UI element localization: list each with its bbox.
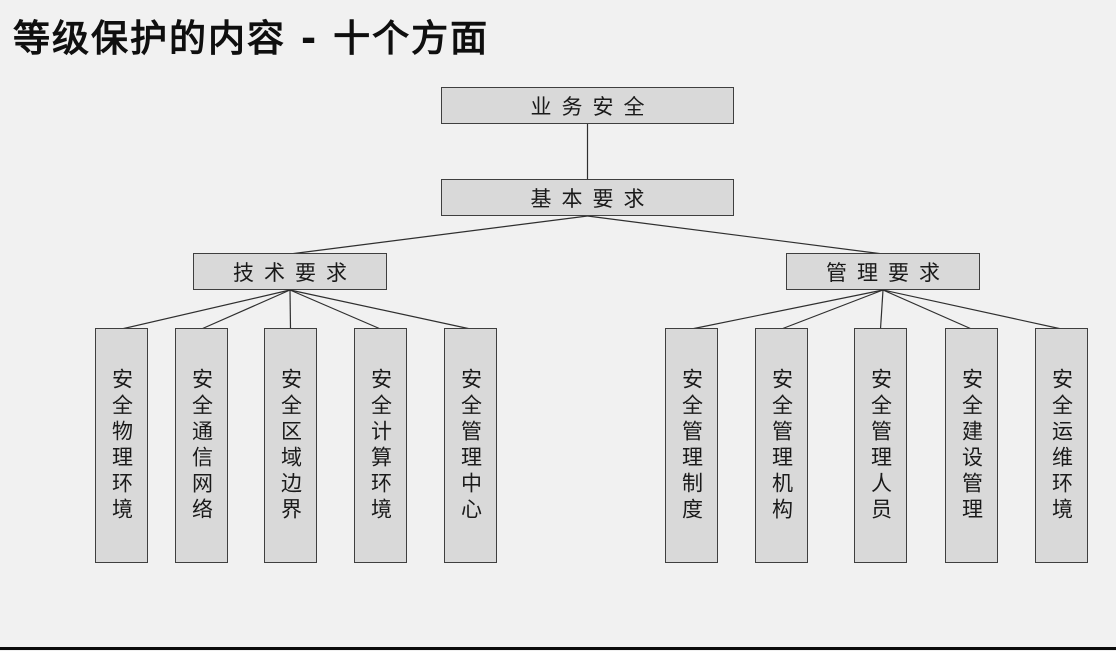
node-secure-physical-environment: 安全物理环境 [95,328,148,563]
node-technical-requirements-label: 技术要求 [233,260,357,285]
node-security-management-personnel-label: 安全管理人员 [868,367,893,524]
node-secure-computing-environment: 安全计算环境 [354,328,407,563]
node-secure-area-boundary: 安全区域边界 [264,328,317,563]
node-security-management-organization: 安全管理机构 [755,328,808,563]
node-secure-operation-maintenance-environment: 安全运维环境 [1035,328,1088,563]
node-security-management-system: 安全管理制度 [665,328,718,563]
node-business-security-label: 业务安全 [530,94,655,119]
node-management-requirements: 管理要求 [786,253,980,290]
node-secure-communication-network: 安全通信网络 [175,328,228,563]
node-security-management-personnel: 安全管理人员 [854,328,907,563]
node-secure-communication-network-label: 安全通信网络 [189,367,214,524]
node-basic-requirements-label: 基本要求 [530,186,655,211]
node-secure-physical-environment-label: 安全物理环境 [109,367,134,524]
node-security-construction-management-label: 安全建设管理 [959,367,984,524]
node-secure-computing-environment-label: 安全计算环境 [368,367,393,524]
page-title: 等级保护的内容 - 十个方面 [13,17,490,60]
node-secure-operation-maintenance-environment-label: 安全运维环境 [1049,367,1074,524]
node-security-construction-management: 安全建设管理 [945,328,998,563]
node-security-management-center: 安全管理中心 [444,328,497,563]
node-secure-area-boundary-label: 安全区域边界 [278,367,303,524]
node-security-management-system-label: 安全管理制度 [679,367,704,524]
node-basic-requirements: 基本要求 [441,179,734,216]
node-business-security: 业务安全 [441,87,734,124]
node-technical-requirements: 技术要求 [193,253,387,290]
node-management-requirements-label: 管理要求 [826,260,950,285]
bottom-rule [0,647,1116,650]
node-security-management-organization-label: 安全管理机构 [769,367,794,524]
node-security-management-center-label: 安全管理中心 [458,367,483,524]
